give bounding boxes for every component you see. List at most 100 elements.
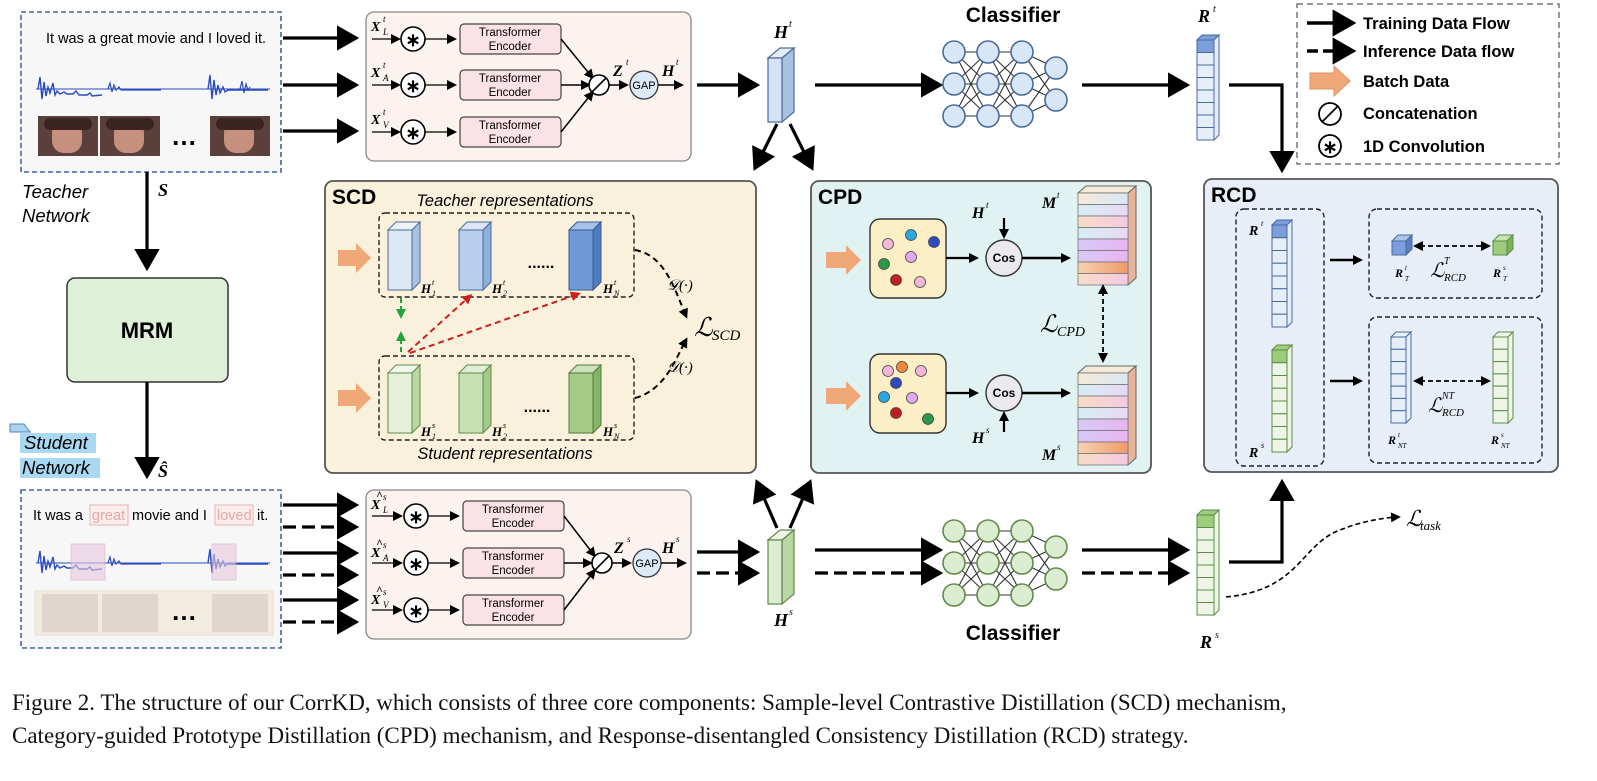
student-network-label: Student Network bbox=[9, 423, 100, 478]
sample-point bbox=[878, 258, 890, 270]
svg-text:1D Convolution: 1D Convolution bbox=[1363, 138, 1485, 156]
svg-text:V: V bbox=[383, 600, 390, 610]
prototype-row bbox=[1077, 238, 1129, 251]
vector-cell bbox=[1390, 385, 1407, 399]
neuron bbox=[976, 583, 1000, 607]
svg-text:A: A bbox=[382, 73, 389, 83]
s-hat-symbol: Ŝ bbox=[158, 460, 168, 481]
prototype-matrix-Ms bbox=[1076, 364, 1138, 467]
svg-text:t: t bbox=[383, 107, 386, 117]
student-sentence-2: movie and I bbox=[132, 508, 207, 524]
neuron bbox=[942, 104, 966, 128]
svg-text:Concatenation: Concatenation bbox=[1363, 105, 1478, 123]
vector-cell bbox=[1271, 438, 1288, 453]
svg-text:H: H bbox=[971, 205, 985, 222]
student-row-V: X ^ V s ∗ Transformer Encoder bbox=[370, 583, 565, 626]
task-loss: ℒ bbox=[1406, 506, 1423, 531]
sample-point bbox=[915, 365, 927, 377]
student-input-panel: It was a great movie and I loved it. … bbox=[20, 489, 282, 649]
rcd-panel: RCD R t R s R t T R s T ℒ T RCD bbox=[1203, 178, 1559, 473]
student-sentence-1: It was a bbox=[33, 508, 84, 524]
Rt-label: R bbox=[1197, 6, 1210, 26]
legend: Training Data Flow Inference Data flow B… bbox=[1296, 3, 1560, 165]
vector-cell bbox=[1271, 262, 1288, 277]
prototype-row bbox=[1077, 250, 1129, 263]
batch-data-icon bbox=[338, 243, 371, 273]
svg-text:s: s bbox=[383, 492, 387, 502]
svg-text:X: X bbox=[370, 593, 381, 608]
svg-text:M: M bbox=[1041, 447, 1057, 464]
svg-text:NT: NT bbox=[1441, 391, 1456, 402]
svg-text:t: t bbox=[432, 278, 435, 287]
prototype-row bbox=[1077, 204, 1129, 217]
cpd-title: CPD bbox=[818, 186, 862, 209]
svg-text:Transformer: Transformer bbox=[482, 504, 544, 516]
prototype-row bbox=[1077, 384, 1129, 397]
vector-cell bbox=[1390, 348, 1407, 363]
neuron bbox=[976, 104, 1000, 128]
teacher-H: H bbox=[661, 63, 675, 80]
batch-data-icon bbox=[826, 381, 861, 411]
teacher-row-A: X A t ∗ Transformer Encoder bbox=[370, 60, 562, 101]
sample-point bbox=[914, 276, 926, 288]
svg-text:R: R bbox=[1248, 446, 1258, 461]
svg-text:Training Data Flow: Training Data Flow bbox=[1363, 15, 1510, 33]
vector-cell bbox=[1196, 589, 1215, 603]
svg-text:^: ^ bbox=[376, 488, 383, 502]
neuron bbox=[976, 40, 1000, 64]
vector-cell bbox=[1271, 301, 1288, 315]
svg-text:Batch Data: Batch Data bbox=[1363, 73, 1450, 91]
student-sentence-3: it. bbox=[257, 508, 268, 524]
teacher-representations-label: Teacher representations bbox=[416, 192, 593, 210]
vector-cell bbox=[1196, 564, 1215, 578]
vector-cell bbox=[1196, 527, 1215, 541]
neuron bbox=[976, 551, 1000, 575]
vector-cell bbox=[1271, 387, 1288, 402]
svg-text:s: s bbox=[986, 425, 990, 435]
prototype-row bbox=[1077, 418, 1129, 431]
neuron bbox=[942, 551, 966, 575]
batch-data-icon bbox=[1309, 64, 1351, 98]
vector-cell bbox=[1196, 39, 1215, 53]
svg-text:s: s bbox=[503, 421, 506, 430]
neuron bbox=[942, 519, 966, 543]
student-row-A: X ^ A s ∗ Transformer Encoder bbox=[370, 536, 565, 579]
svg-text:H: H bbox=[420, 424, 432, 439]
vector-cell bbox=[1492, 373, 1509, 387]
svg-text:s: s bbox=[1261, 441, 1264, 450]
vector-cell bbox=[1196, 89, 1215, 103]
svg-text:t: t bbox=[383, 60, 386, 70]
teacher-Z: Z bbox=[612, 63, 623, 80]
classifier-bottom bbox=[942, 519, 1068, 607]
vector-cell bbox=[1271, 275, 1288, 290]
svg-text:t: t bbox=[383, 14, 386, 24]
svg-text:^: ^ bbox=[376, 583, 383, 597]
rcd-title: RCD bbox=[1211, 184, 1257, 207]
svg-text:R: R bbox=[1248, 224, 1258, 239]
svg-text:Network: Network bbox=[22, 457, 92, 478]
prototype-row bbox=[1077, 407, 1129, 420]
svg-text:1: 1 bbox=[432, 432, 436, 441]
svg-text:t: t bbox=[626, 57, 629, 67]
prototype-row bbox=[1077, 430, 1129, 443]
mrm-label: MRM bbox=[121, 318, 174, 343]
teacher-feature-Ht bbox=[766, 46, 796, 124]
prototype-row bbox=[1077, 441, 1129, 454]
svg-text:Encoder: Encoder bbox=[492, 518, 535, 530]
svg-text:R: R bbox=[1394, 266, 1403, 280]
svg-text:GAP: GAP bbox=[635, 558, 658, 570]
svg-text:R: R bbox=[1492, 266, 1501, 280]
svg-text:H: H bbox=[602, 281, 614, 296]
caption-line-2: Category-guided Prototype Distillation (… bbox=[12, 723, 1189, 748]
classifier-top bbox=[942, 40, 1068, 128]
neuron bbox=[942, 583, 966, 607]
vector-cell bbox=[1492, 397, 1509, 412]
representation-block bbox=[568, 372, 594, 434]
vector-cell bbox=[1271, 375, 1288, 389]
svg-text:t: t bbox=[1261, 219, 1264, 228]
svg-text:RCD: RCD bbox=[1443, 272, 1466, 284]
neuron bbox=[942, 72, 966, 96]
svg-text:t: t bbox=[676, 57, 679, 67]
svg-text:t: t bbox=[614, 278, 617, 287]
prototype-row bbox=[1077, 215, 1129, 228]
